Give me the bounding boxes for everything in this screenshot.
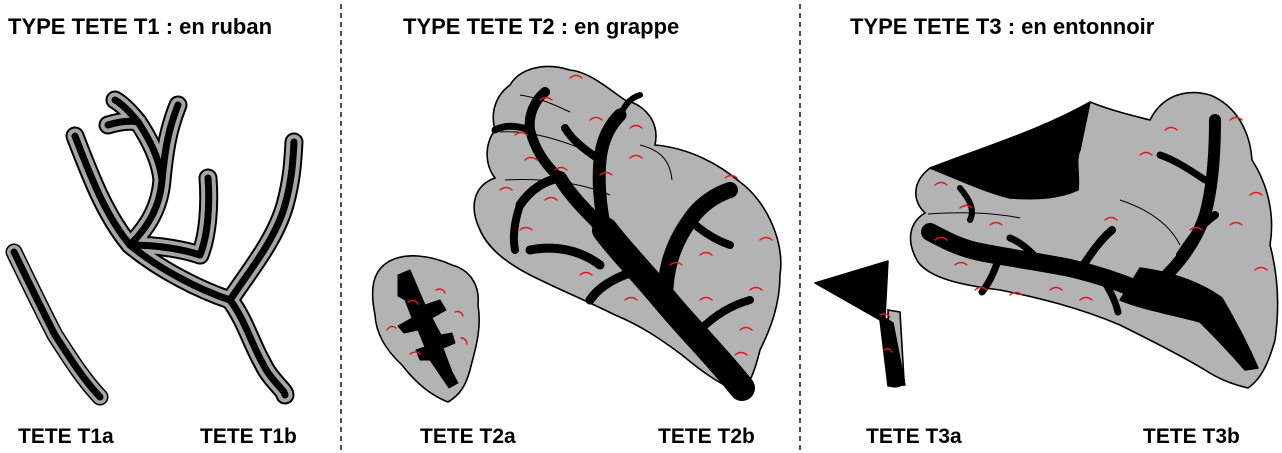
label-t3b: TETE T3b: [1143, 425, 1240, 448]
label-t2b: TETE T2b: [658, 425, 755, 448]
label-t2a: TETE T2a: [420, 425, 516, 448]
label-t1b: TETE T1b: [200, 425, 297, 448]
panel-title-t3: TYPE TETE T3 : en entonnoir: [850, 14, 1155, 39]
head-t1b-branched-ribbon: [65, 90, 304, 405]
head-t2b-grape: [473, 65, 782, 401]
head-t2a-grape: [371, 255, 480, 403]
head-t3a-funnel: [814, 260, 906, 388]
panel-title-t1: TYPE TETE T1 : en ruban: [8, 14, 273, 39]
label-t3a: TETE T3a: [866, 425, 962, 448]
panel-title-t2: TYPE TETE T2 : en grappe: [403, 14, 680, 39]
head-t1a-ribbon: [5, 243, 109, 406]
head-t3b-funnel: [909, 91, 1279, 389]
label-t1a: TETE T1a: [18, 425, 114, 448]
